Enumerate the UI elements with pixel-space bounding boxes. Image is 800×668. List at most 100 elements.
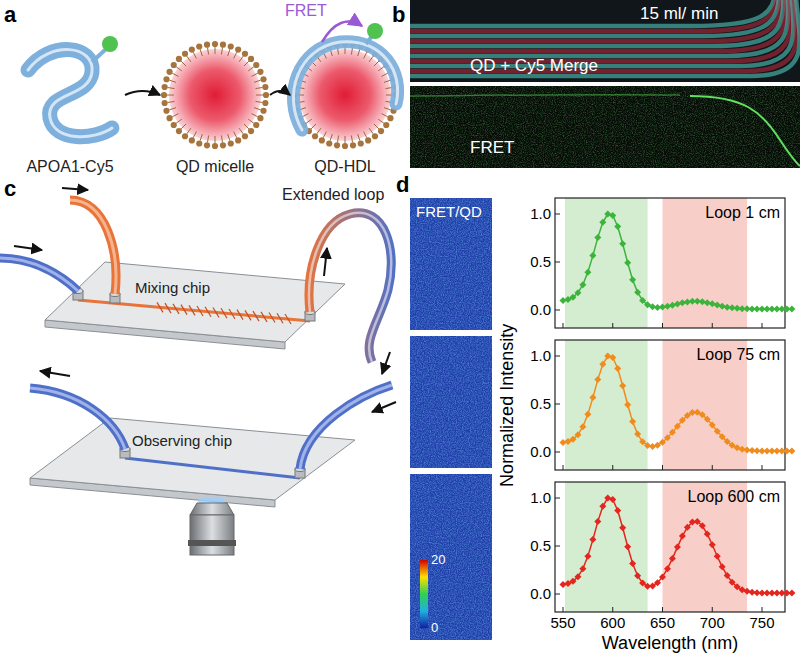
tick-label: 700: [700, 614, 725, 631]
image-label: FRET: [470, 138, 514, 158]
data-marker: [664, 434, 671, 441]
data-marker: [714, 553, 721, 560]
data-marker: [714, 302, 721, 309]
axis-tick: [555, 498, 560, 499]
image-noise: [410, 336, 492, 468]
lipid-tail: [252, 114, 258, 117]
colorbar: [420, 560, 428, 628]
hdl-protein: [293, 22, 397, 130]
lipid-head: [248, 128, 254, 134]
lipid-head: [334, 142, 340, 148]
data-marker: [679, 533, 686, 540]
lens-ring: [188, 540, 236, 546]
lipid-head: [166, 69, 172, 75]
lipid-tail: [234, 52, 237, 58]
axis-tick: [712, 323, 713, 328]
herringbone-mixer: [157, 302, 291, 324]
lipid-head: [189, 137, 195, 143]
data-marker: [584, 411, 591, 418]
axis-tick: [563, 465, 564, 470]
lipid-tail: [358, 134, 360, 141]
lipid-head: [189, 46, 195, 52]
data-marker: [699, 522, 706, 529]
lipid-head: [253, 122, 259, 128]
data-marker: [599, 361, 606, 368]
spectra-plots: [555, 198, 795, 612]
data-marker: [714, 428, 721, 435]
axis-tick: [555, 262, 560, 263]
axis-tick: [555, 310, 560, 311]
lipid-head: [326, 140, 332, 146]
lipid-tail: [369, 56, 373, 62]
lipid-tail: [168, 101, 175, 102]
axis-tick: [662, 465, 663, 470]
mixer-groove: [213, 307, 219, 317]
tube-highlight: [300, 385, 392, 469]
lipid-tail: [234, 132, 237, 138]
lipid-head: [378, 128, 384, 134]
tick-label: 550: [550, 614, 575, 631]
tube-label: Extended loop: [282, 186, 384, 204]
illustration-node: APOA1-Cy5: [15, 28, 125, 178]
tube-highlight: [30, 388, 125, 449]
lipid-head: [372, 133, 378, 139]
data-marker: [574, 573, 581, 580]
ratio-image: [410, 336, 492, 468]
data-marker: [594, 234, 601, 241]
tick-label: 0.0: [530, 585, 551, 602]
data-marker: [599, 503, 606, 510]
observing-chip: [30, 371, 396, 507]
lipid-tail: [302, 114, 308, 117]
mixer-groove: [197, 306, 203, 316]
dye-linker: [92, 49, 106, 62]
lipid-tail: [254, 80, 261, 82]
axis-tick: [555, 594, 560, 595]
mixing-chip: [45, 262, 345, 349]
mixer-groove: [221, 308, 227, 318]
lipid-head: [242, 51, 248, 57]
flow-arrow: [125, 91, 160, 95]
data-marker: [629, 418, 636, 425]
chip-surface: [45, 262, 345, 342]
lipid-head: [358, 140, 364, 146]
lipid-tail: [378, 67, 384, 71]
lipid-tail: [239, 128, 243, 134]
lipid-tail: [215, 47, 216, 54]
flow-streak: [410, 0, 781, 41]
data-marker: [788, 306, 795, 313]
flow-streak: [410, 0, 800, 76]
lipid-head: [182, 133, 188, 139]
data-marker: [560, 439, 567, 446]
image-divider: [410, 82, 800, 86]
lipid-tail: [351, 48, 352, 55]
data-marker: [788, 448, 795, 455]
lipid-head: [196, 140, 202, 146]
tube-highlight: [0, 258, 78, 291]
data-marker: [704, 416, 711, 423]
lipid-head: [163, 76, 169, 82]
data-marker: [629, 276, 636, 283]
flow-streak: [410, 0, 777, 31]
lipid-head: [262, 100, 268, 106]
data-marker: [574, 289, 581, 296]
lipid-head: [166, 115, 172, 121]
data-marker: [654, 579, 661, 586]
data-marker: [614, 223, 621, 230]
data-marker: [584, 553, 591, 560]
data-marker: [694, 518, 701, 525]
lipid-head: [212, 143, 218, 149]
lipid-tail: [187, 128, 191, 134]
lipid-head: [350, 142, 356, 148]
lipid-head: [253, 62, 259, 68]
lipid-tail: [167, 95, 174, 96]
mixer-groove: [181, 305, 187, 315]
flow-arrow: [372, 402, 396, 412]
lipid-tail: [323, 132, 326, 138]
lipid-head: [235, 137, 241, 143]
lipid-head: [257, 69, 263, 75]
lipid-tail: [382, 73, 388, 76]
image-noise: [410, 198, 492, 330]
lipid-tail: [374, 124, 379, 129]
blue-tube: [300, 385, 392, 469]
lipid-tail: [255, 101, 262, 102]
